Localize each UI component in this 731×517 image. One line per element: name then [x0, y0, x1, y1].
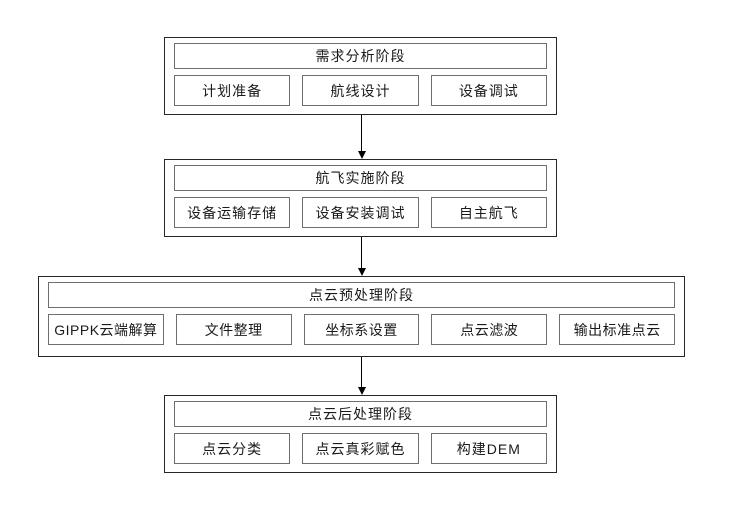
step-label: 输出标准点云 [573, 321, 661, 338]
stage-pointcloud-preprocessing: 点云预处理阶段 GIPPK云端解算 文件整理 坐标系设置 点云滤波 输出标准点云 [38, 276, 685, 357]
down-arrow-icon [357, 115, 366, 159]
arrow-head [357, 151, 366, 159]
step-coordinate-system-setting: 坐标系设置 [303, 314, 420, 345]
step-route-design: 航线设计 [302, 75, 419, 106]
stage-title-label: 点云预处理阶段 [309, 287, 414, 303]
step-label: 点云真彩赋色 [315, 440, 406, 457]
arrow-shaft [360, 237, 363, 268]
stage-title-box: 点云后处理阶段 [174, 401, 547, 427]
step-gippk-cloud-solution: GIPPK云端解算 [48, 314, 164, 345]
arrow-head [357, 268, 366, 276]
stage-title-label: 点云后处理阶段 [308, 406, 413, 422]
step-pointcloud-filtering: 点云滤波 [431, 314, 548, 345]
step-pointcloud-truecolor-assignment: 点云真彩赋色 [302, 433, 419, 464]
step-pointcloud-classification: 点云分类 [174, 433, 291, 464]
down-arrow-icon [357, 357, 366, 395]
step-label: 设备安装调试 [315, 204, 406, 221]
step-label: 设备调试 [458, 82, 519, 99]
stage-pointcloud-postprocessing: 点云后处理阶段 点云分类 点云真彩赋色 构建DEM [164, 395, 557, 473]
step-output-standard-pointcloud: 输出标准点云 [559, 314, 675, 345]
step-label: 设备运输存储 [187, 204, 278, 221]
stage-requirements-analysis: 需求分析阶段 计划准备 航线设计 设备调试 [164, 37, 557, 115]
step-label: 文件整理 [204, 321, 263, 338]
stage-title-box: 点云预处理阶段 [48, 282, 675, 308]
arrow-shaft [360, 357, 363, 387]
step-label: 构建DEM [456, 440, 521, 457]
stage-steps-row: 计划准备 航线设计 设备调试 [174, 75, 547, 106]
stage-title-label: 需求分析阶段 [315, 48, 406, 64]
step-label: 点云分类 [202, 440, 263, 457]
stage-title-box: 航飞实施阶段 [174, 165, 547, 191]
step-label: GIPPK云端解算 [54, 321, 158, 338]
step-autonomous-flight: 自主航飞 [430, 197, 547, 228]
stage-steps-row: GIPPK云端解算 文件整理 坐标系设置 点云滤波 输出标准点云 [48, 314, 675, 345]
step-label: 自主航飞 [458, 204, 519, 221]
stage-steps-row: 设备运输存储 设备安装调试 自主航飞 [174, 197, 547, 228]
step-equipment-transport-storage: 设备运输存储 [174, 197, 291, 228]
step-equipment-debugging: 设备调试 [430, 75, 547, 106]
step-equipment-installation-debugging: 设备安装调试 [302, 197, 419, 228]
step-label: 坐标系设置 [325, 321, 398, 338]
step-file-organization: 文件整理 [175, 314, 292, 345]
arrow-head [357, 387, 366, 395]
step-plan-preparation: 计划准备 [174, 75, 291, 106]
down-arrow-icon [357, 237, 366, 276]
step-label: 计划准备 [202, 82, 263, 99]
stage-title-label: 航飞实施阶段 [315, 170, 406, 186]
stage-flight-implementation: 航飞实施阶段 设备运输存储 设备安装调试 自主航飞 [164, 159, 557, 237]
arrow-shaft [360, 115, 363, 151]
stage-title-box: 需求分析阶段 [174, 43, 547, 69]
step-build-dem: 构建DEM [430, 433, 547, 464]
step-label: 点云滤波 [460, 321, 519, 338]
step-label: 航线设计 [330, 82, 391, 99]
stage-steps-row: 点云分类 点云真彩赋色 构建DEM [174, 433, 547, 464]
